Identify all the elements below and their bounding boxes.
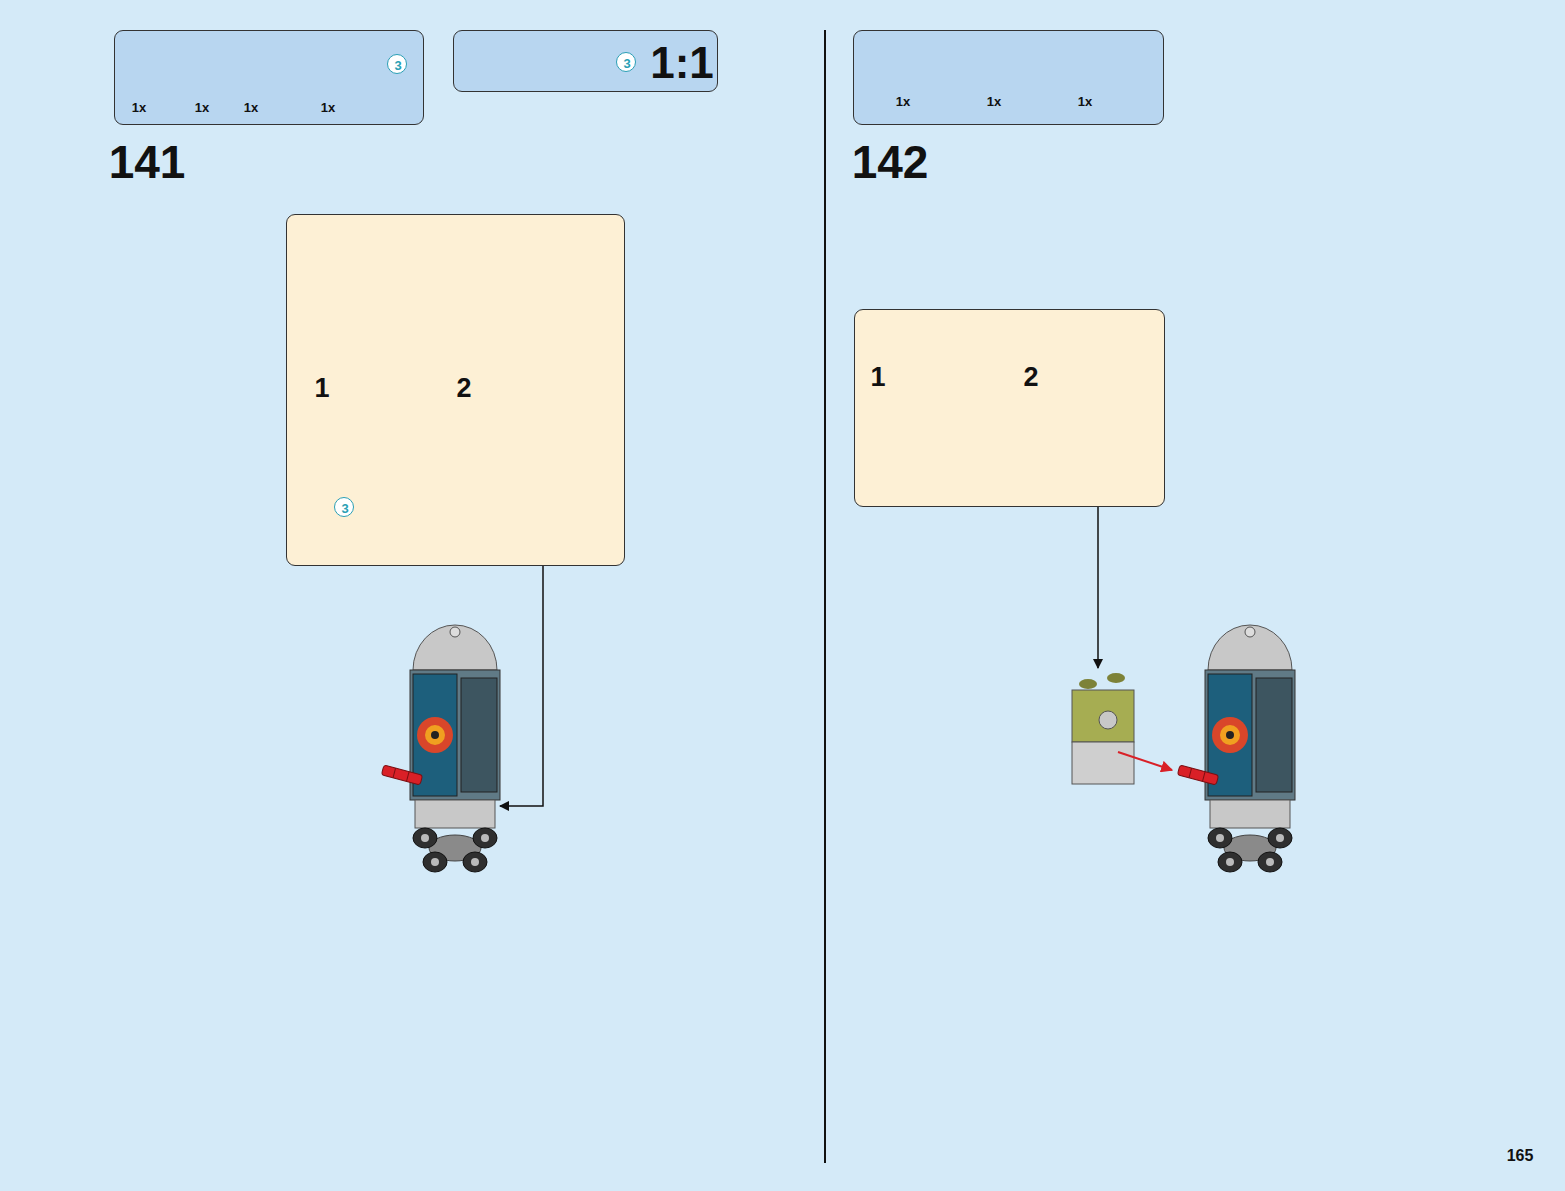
parts-list-box: 1x 1x 1x 1x 3: [114, 30, 424, 125]
quantity-label: 1x: [321, 101, 335, 114]
quantity-label: 1x: [132, 101, 146, 114]
step-number: 141: [109, 139, 186, 185]
quantity-circle: 3: [387, 54, 407, 74]
submodel-callout: 12: [854, 309, 1165, 507]
substep-number: 1: [314, 375, 329, 402]
callout-number: 3: [394, 59, 401, 72]
step-number: 142: [852, 139, 929, 185]
quantity-label: 1x: [896, 95, 910, 108]
submodel-callout: 1 2 3: [286, 214, 625, 566]
quantity-label: 1x: [1078, 95, 1092, 108]
quantity-circle: 3: [616, 52, 636, 72]
callout-number: 3: [623, 57, 630, 70]
quantity-label: 1x: [244, 101, 258, 114]
scale-label: 1:1: [650, 41, 714, 85]
scale-box: 1:1 3: [453, 30, 718, 92]
substep-number: 1: [870, 364, 885, 391]
quantity-label: 1x: [987, 95, 1001, 108]
substep-number: 2: [456, 375, 471, 402]
quantity-label: 1x: [195, 101, 209, 114]
page-number: 165: [1507, 1148, 1534, 1164]
callout-number: 3: [341, 502, 348, 515]
quantity-circle: 3: [334, 497, 354, 517]
substep-number: 2: [1023, 364, 1038, 391]
parts-list-box: 1x 1x 1x: [853, 30, 1164, 125]
